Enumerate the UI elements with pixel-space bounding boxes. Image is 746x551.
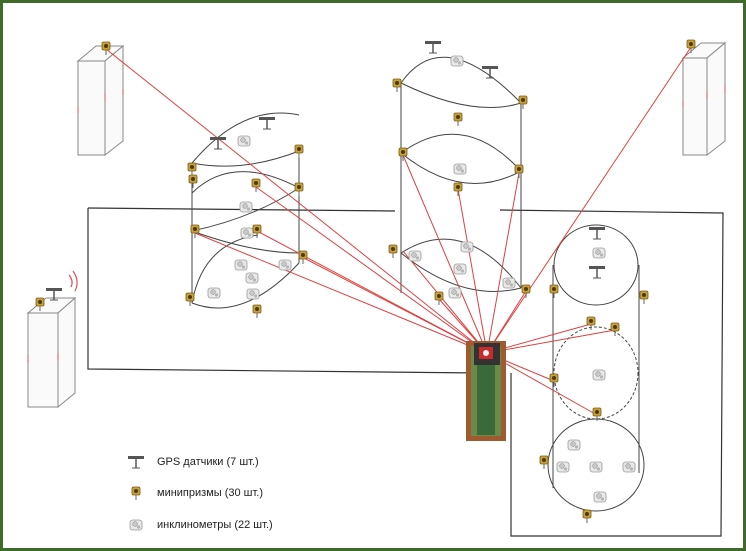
legend-row-gps: GPS датчики (7 шт.) — [125, 451, 259, 473]
gps-sensor-icon — [127, 455, 145, 469]
wireless-signal-icon — [68, 270, 78, 292]
legend-row-inclinometer: инклинометры (22 шт.) — [125, 514, 273, 536]
tower-seams — [27, 85, 726, 363]
legend-label-prism: минипризмы (30 шт.) — [157, 487, 264, 499]
mini-prism-icon — [131, 486, 141, 501]
tower-blocks — [26, 41, 727, 409]
legend-row-prism: минипризмы (30 шт.) — [125, 482, 263, 504]
legend-label-inclinometer: инклинометры (22 шт.) — [157, 519, 273, 531]
legend-label-gps: GPS датчики (7 шт.) — [157, 456, 259, 468]
total-station-icon — [466, 341, 506, 441]
inclinometer-icon — [129, 519, 143, 531]
inclinometers — [207, 55, 636, 503]
monitoring-diagram — [26, 39, 727, 537]
